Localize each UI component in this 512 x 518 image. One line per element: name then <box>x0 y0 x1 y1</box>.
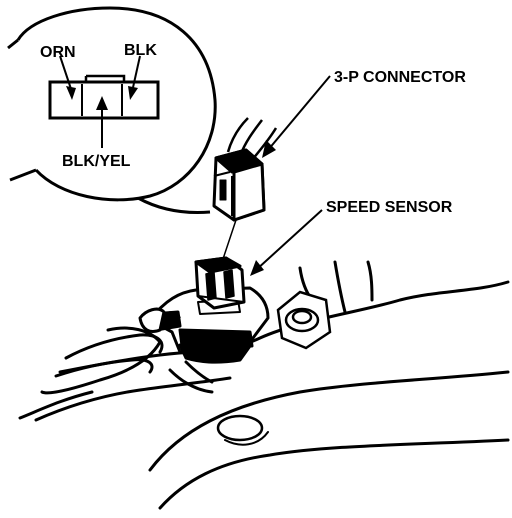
alignment-line <box>221 219 237 263</box>
orn-label: ORN <box>40 44 76 61</box>
blk-label: BLK <box>124 42 157 59</box>
harness-lead <box>137 196 211 214</box>
magnified-terminal-view <box>7 6 217 202</box>
bolt-head <box>276 290 332 350</box>
transmission-housing <box>18 260 510 510</box>
sensor-callout <box>250 209 323 276</box>
connector-callout <box>262 75 331 158</box>
blk-arrow <box>128 55 141 100</box>
speed-sensor <box>138 256 270 364</box>
sensor-label: SPEED SENSOR <box>326 199 453 216</box>
connector-label: 3-P CONNECTOR <box>334 69 466 86</box>
blk-yel-arrow <box>96 96 108 148</box>
clamp <box>54 333 214 394</box>
three-pin-connector <box>212 117 278 222</box>
blk-yel-label: BLK/YEL <box>62 153 131 170</box>
orn-arrow <box>59 55 76 100</box>
